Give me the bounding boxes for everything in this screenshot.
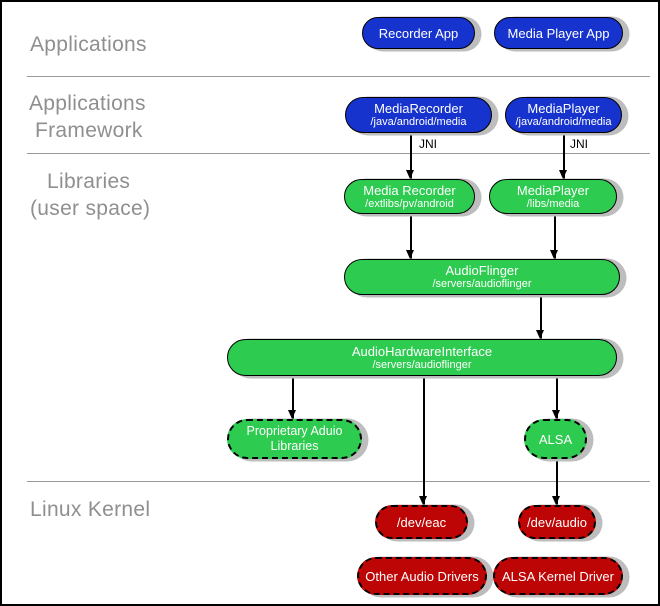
node-recorder-app: Recorder App <box>362 17 475 49</box>
node-title: ALSA Kernel Driver <box>502 568 614 584</box>
arrow-ahi-to-dev-eac <box>419 376 428 505</box>
node-proprietary-audio-libraries: Proprietary Aduio Libraries <box>227 419 362 459</box>
arrowhead-down-icon <box>552 410 561 419</box>
node-audio-hardware-interface: AudioHardwareInterface /servers/audiofli… <box>227 339 617 376</box>
node-title: Other Audio Drivers <box>365 568 479 584</box>
jni-label-right: JNI <box>570 137 588 151</box>
node-title: /dev/audio <box>527 514 587 530</box>
node-audioflinger: AudioFlinger /servers/audioflinger <box>344 259 620 295</box>
separator-framework <box>27 153 650 154</box>
layer-label-line: Libraries <box>47 170 131 193</box>
arrowhead-down-icon <box>552 496 561 505</box>
arrow-mediarecorder-fw-to-lib <box>406 133 415 179</box>
layer-label-line: Applications <box>30 33 147 56</box>
node-mediarecorder-framework: MediaRecorder /java/android/media <box>345 97 492 133</box>
layer-label-applications-framework: Applications Framework <box>29 90 146 144</box>
node-subtitle: /libs/media <box>526 197 580 210</box>
node-title: MediaRecorder <box>374 101 463 116</box>
node-title: Media Player App <box>507 25 610 41</box>
arrowhead-down-icon <box>550 250 559 259</box>
node-media-recorder-lib: Media Recorder /extlibs/pv/android <box>344 179 475 214</box>
arrow-audioflinger-to-ahi <box>536 295 545 339</box>
node-title: /dev/eac <box>396 514 447 530</box>
node-title: AudioHardwareInterface <box>351 343 493 359</box>
node-title: Proprietary Aduio Libraries <box>246 424 343 453</box>
layer-label-applications: Applications <box>30 31 147 58</box>
layer-label-line: (user space) <box>30 197 151 220</box>
arrowhead-down-icon <box>536 330 545 339</box>
separator-kernel <box>27 481 650 482</box>
layer-label-line: Applications <box>29 92 146 115</box>
arrow-ahi-to-alsa <box>552 376 561 419</box>
node-dev-audio: /dev/audio <box>518 505 596 539</box>
layer-label-libraries: Libraries (user space) <box>30 168 150 222</box>
node-title: AudioFlinger <box>445 263 519 278</box>
arrowhead-down-icon <box>288 410 297 419</box>
arrow-mediarecorder-lib-to-audioflinger <box>406 214 415 259</box>
node-alsa-kernel-driver: ALSA Kernel Driver <box>493 557 623 595</box>
arrow-ahi-to-proprietary <box>288 376 297 419</box>
arrowhead-down-icon <box>419 496 428 505</box>
node-title: ALSA <box>538 431 573 447</box>
node-subtitle: /java/android/media <box>370 116 467 128</box>
node-media-player-app: Media Player App <box>494 17 623 49</box>
node-alsa: ALSA <box>524 419 587 459</box>
jni-label-left: JNI <box>419 137 437 151</box>
node-subtitle: /servers/audioflinger <box>372 358 472 371</box>
arrow-alsa-to-dev-audio <box>552 459 561 505</box>
arrowhead-down-icon <box>406 250 415 259</box>
node-mediaplayer-framework: MediaPlayer /java/android/media <box>505 97 622 133</box>
node-mediaplayer-lib: MediaPlayer /libs/media <box>489 179 617 214</box>
node-subtitle: /extlibs/pv/android <box>365 197 454 210</box>
arrowhead-down-icon <box>406 170 415 179</box>
layer-label-linux-kernel: Linux Kernel <box>30 496 150 523</box>
node-title: Media Recorder <box>363 182 456 198</box>
arrowhead-down-icon <box>559 170 568 179</box>
node-other-audio-drivers: Other Audio Drivers <box>357 557 487 595</box>
node-title: MediaPlayer <box>527 101 600 116</box>
node-subtitle: /servers/audioflinger <box>432 278 532 290</box>
separator-applications <box>27 76 650 77</box>
node-subtitle: /java/android/media <box>515 116 612 128</box>
layer-label-line: Framework <box>35 119 143 142</box>
node-title: Recorder App <box>378 25 459 41</box>
arrow-mediaplayer-lib-to-audioflinger <box>550 214 559 259</box>
node-title: MediaPlayer <box>516 182 590 198</box>
node-dev-eac: /dev/eac <box>375 505 468 539</box>
arrow-mediaplayer-fw-to-lib <box>559 133 568 179</box>
layer-label-line: Linux Kernel <box>30 498 151 521</box>
